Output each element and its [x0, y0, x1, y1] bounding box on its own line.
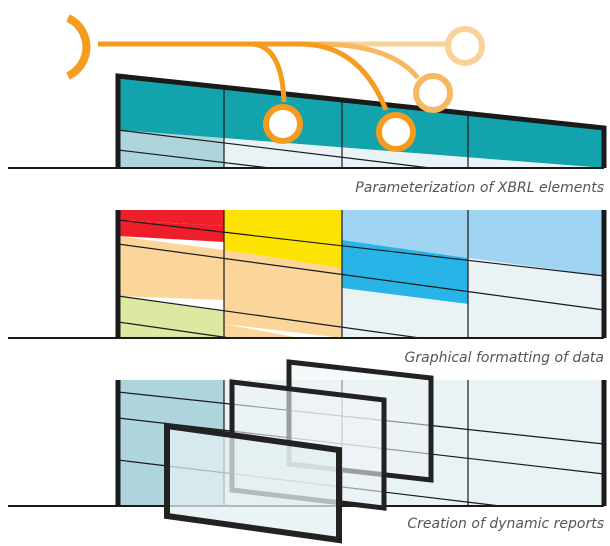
cell-peach	[224, 324, 300, 338]
grid-line	[117, 295, 421, 339]
bracket-connector	[66, 14, 91, 80]
cell-yellow	[224, 242, 342, 268]
parameter-node	[413, 73, 453, 113]
grid-line	[117, 129, 431, 169]
cell-sky-light	[342, 210, 468, 258]
cell-pale	[468, 258, 604, 338]
table-frame	[115, 73, 607, 168]
caption-parameterization: Parameterization of XBRL elements	[355, 180, 604, 196]
connector-line	[98, 41, 420, 80]
parameter-node	[445, 26, 485, 66]
table-body-cells	[224, 138, 604, 168]
cell-peach	[118, 236, 224, 300]
cell-sky-light	[468, 210, 604, 276]
cell-yellow	[224, 226, 342, 256]
cell-pale	[342, 288, 468, 338]
parameter-node	[376, 112, 416, 152]
table-header-band	[118, 76, 604, 168]
cell-yellow	[224, 210, 342, 240]
cell-red	[118, 210, 224, 226]
panel-graphical-formatting: Graphical formatting of data	[8, 210, 607, 366]
cell-red	[118, 220, 224, 242]
caption-graphical-formatting: Graphical formatting of data	[405, 350, 604, 366]
cell-sky	[342, 240, 468, 304]
cell-lime	[118, 296, 224, 338]
connector-line	[98, 41, 389, 111]
parameter-node	[263, 104, 303, 144]
grid-line	[117, 219, 605, 277]
grid-line	[117, 321, 231, 339]
report-frame-front	[164, 422, 342, 544]
connector-line	[98, 41, 287, 103]
grid-line	[117, 243, 605, 311]
panel-parameterization: Parameterization of XBRL elements	[8, 14, 607, 196]
caption-dynamic-reports: Creation of dynamic reports	[407, 516, 604, 532]
grid-line	[117, 149, 271, 169]
cell-peach	[224, 250, 342, 338]
panel-dynamic-reports: Creation of dynamic reports	[8, 359, 607, 544]
